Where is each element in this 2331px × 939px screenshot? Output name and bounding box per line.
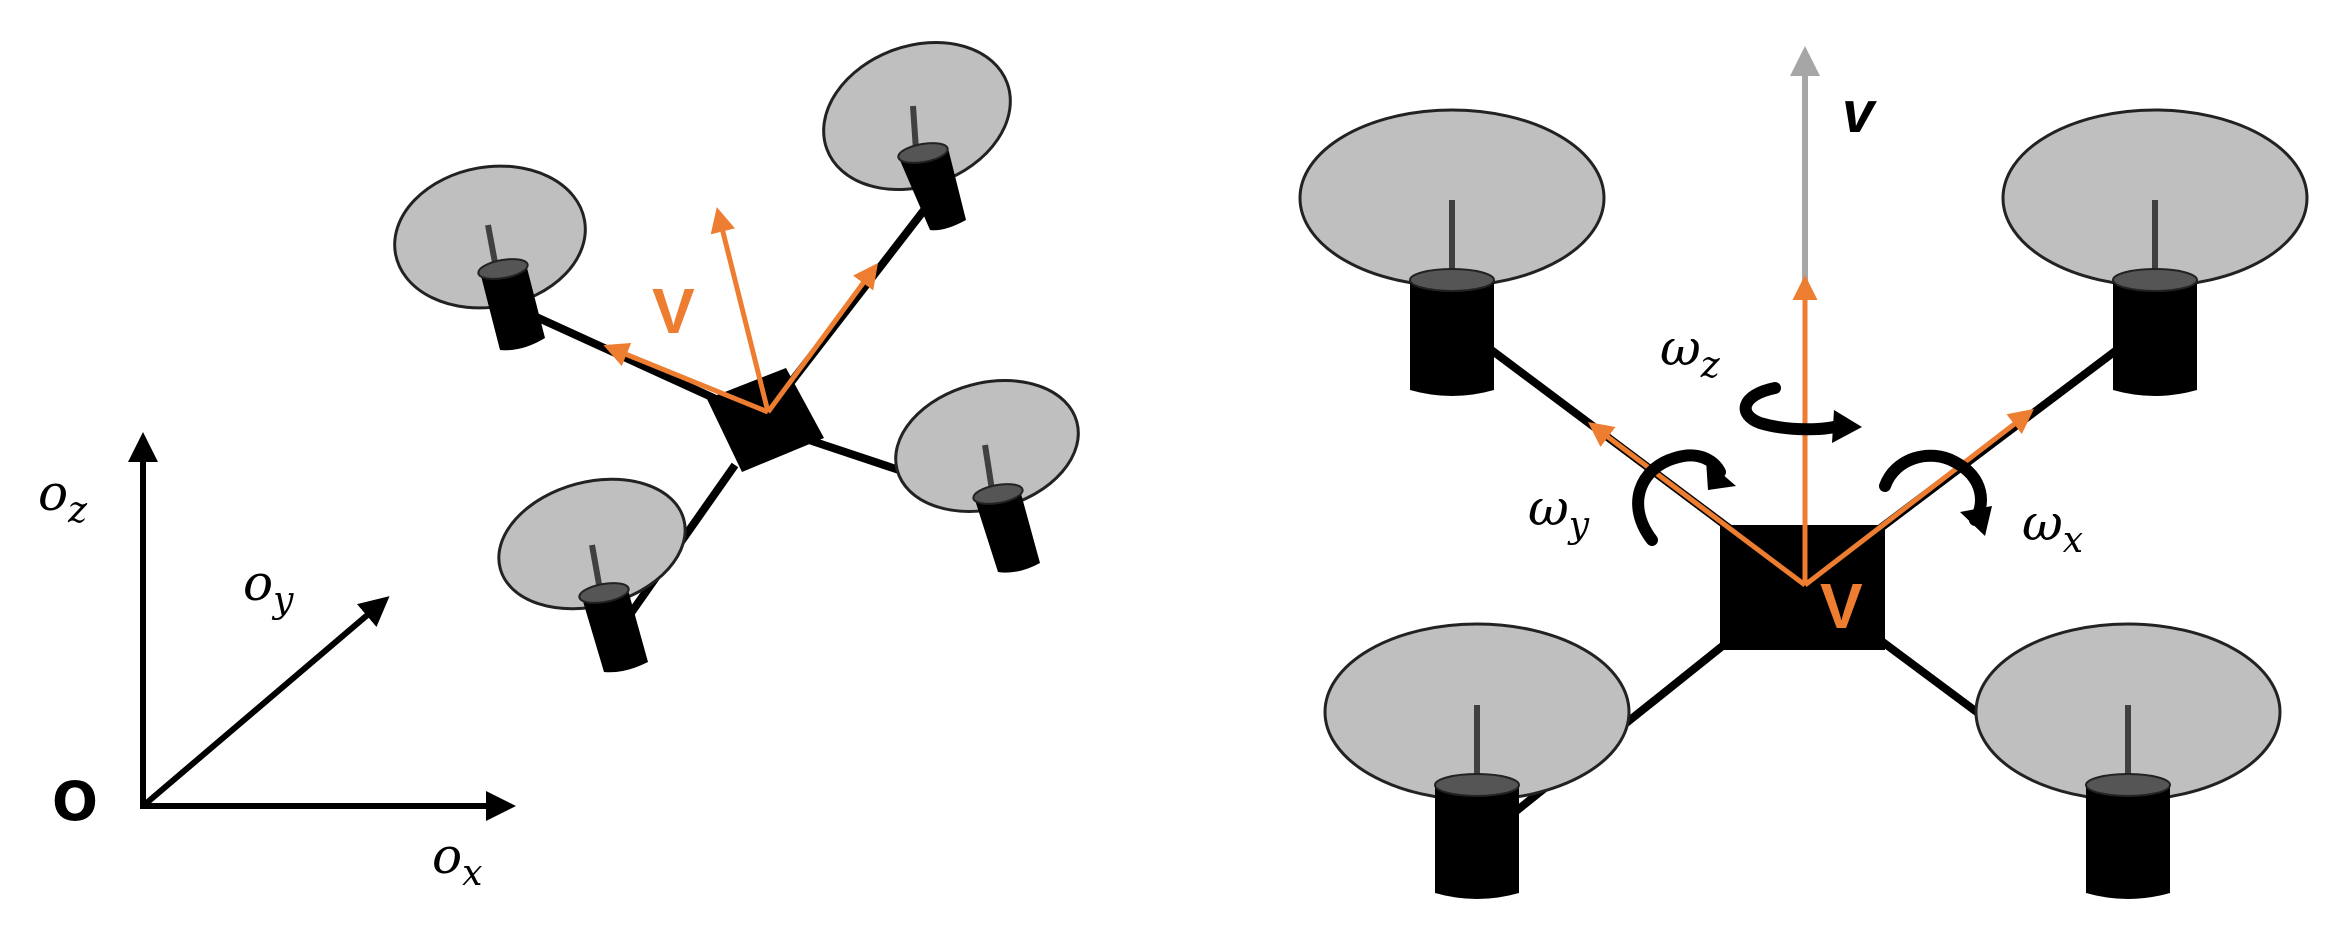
body-axis-arrow — [1803, 408, 2034, 587]
body-axis-arrow — [765, 262, 878, 414]
rotor-top-right — [2001, 108, 2309, 396]
rotor-top-left — [393, 164, 587, 351]
omega-y-label: ωy — [1528, 479, 1590, 546]
omega-x-label: ωx — [2022, 494, 2083, 561]
rotor-top-right — [822, 40, 1012, 231]
omega-y-rotation-icon — [1632, 449, 1736, 546]
y-axis-label: oy — [243, 554, 294, 621]
body-axis-arrow — [710, 207, 771, 413]
left-velocity-label: V — [652, 275, 695, 347]
right-velocity-label: V — [1820, 570, 1863, 642]
z-axis-label: oz — [38, 464, 88, 531]
origin-label: O — [52, 770, 98, 833]
omega-x-rotation-icon — [1879, 449, 1992, 536]
omega-z-label: ωz — [1660, 319, 1721, 386]
left-body — [707, 368, 824, 472]
x-axis-label: ox — [432, 827, 482, 894]
rotor-bottom-left — [497, 477, 687, 673]
body-axis-arrow — [1588, 421, 1807, 587]
omega-z-rotation-icon — [1739, 382, 1862, 443]
top-velocity-label: v — [1842, 80, 1877, 145]
body-axis-arrow — [603, 342, 769, 415]
y-axis — [141, 596, 390, 809]
rotor-bottom-left — [1323, 622, 1631, 899]
rotor-bottom-right — [894, 379, 1080, 573]
world-axes: O oz oy ox — [38, 432, 516, 894]
rotor-top-left — [1298, 108, 1606, 396]
left-quadrotor: V — [393, 40, 1080, 673]
left-arm — [508, 301, 742, 414]
right-quadrotor: v V ωz ωy ωx — [1298, 46, 2309, 899]
rotor-bottom-right — [1974, 622, 2282, 899]
